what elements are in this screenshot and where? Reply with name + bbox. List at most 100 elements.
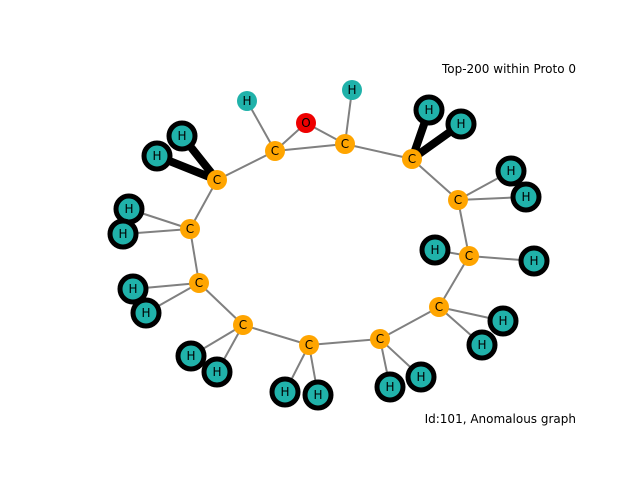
node-label: C xyxy=(465,249,473,263)
node-label: H xyxy=(424,103,433,117)
node-circle xyxy=(117,273,149,305)
node-circle xyxy=(233,315,253,335)
node-h21: H xyxy=(166,120,198,152)
node-circle xyxy=(296,113,316,133)
node-circle xyxy=(269,376,301,408)
node-circle xyxy=(141,140,173,172)
node-label: H xyxy=(141,306,150,320)
node-circle xyxy=(302,379,334,411)
edge-c12-c1 xyxy=(216,150,276,181)
node-label: H xyxy=(128,282,137,296)
node-circle xyxy=(175,340,207,372)
node-h19: H xyxy=(113,193,145,225)
node-h8: H xyxy=(518,245,550,277)
node-h13: H xyxy=(302,379,334,411)
node-label: H xyxy=(186,349,195,363)
node-circle xyxy=(413,94,445,126)
node-circle xyxy=(495,155,527,187)
node-label: H xyxy=(506,164,515,178)
node-circle xyxy=(370,329,390,349)
node-c9: C xyxy=(233,315,253,335)
node-h12: H xyxy=(374,371,406,403)
node-label: H xyxy=(529,254,538,268)
node-label: C xyxy=(213,173,221,187)
node-label: C xyxy=(435,300,443,314)
node-label: C xyxy=(186,222,194,236)
node-label: H xyxy=(430,243,439,257)
node-circle xyxy=(466,329,498,361)
node-c12: C xyxy=(207,170,227,190)
node-circle xyxy=(265,141,285,161)
node-h18: H xyxy=(130,297,162,329)
node-c5: C xyxy=(459,246,479,266)
node-h3: H xyxy=(413,94,445,126)
node-label: H xyxy=(416,370,425,384)
node-h10: H xyxy=(466,329,498,361)
node-h7: H xyxy=(419,234,451,266)
node-h5: H xyxy=(495,155,527,187)
node-c8: C xyxy=(299,335,319,355)
node-h1: H xyxy=(237,91,257,111)
node-c2: C xyxy=(335,134,355,154)
node-circle xyxy=(510,181,542,213)
node-circle xyxy=(107,218,139,250)
node-label: H xyxy=(385,380,394,394)
node-c3: C xyxy=(402,149,422,169)
node-label: H xyxy=(177,129,186,143)
node-h22: H xyxy=(141,140,173,172)
node-circle xyxy=(448,190,468,210)
graph-title: Top-200 within Proto 0 xyxy=(441,62,576,76)
node-label: H xyxy=(521,190,530,204)
node-h20: H xyxy=(107,218,139,250)
node-c4: C xyxy=(448,190,468,210)
node-c1: C xyxy=(265,141,285,161)
node-circle xyxy=(201,356,233,388)
node-label: H xyxy=(242,94,251,108)
node-label: H xyxy=(118,227,127,241)
node-circle xyxy=(189,273,209,293)
edge-c3-c4 xyxy=(411,158,459,201)
node-label: H xyxy=(347,83,356,97)
graph-caption: Id:101, Anomalous graph xyxy=(425,412,576,426)
node-label: C xyxy=(195,276,203,290)
node-label: H xyxy=(212,365,221,379)
node-circle xyxy=(299,335,319,355)
node-circle xyxy=(429,297,449,317)
node-o1: O xyxy=(296,113,316,133)
edge-c9-c10 xyxy=(198,282,244,326)
node-label: C xyxy=(376,332,384,346)
node-h15: H xyxy=(201,356,233,388)
edge-c1-c2 xyxy=(274,143,346,152)
node-label: C xyxy=(341,137,349,151)
edge-c8-c9 xyxy=(242,324,310,346)
node-label: C xyxy=(305,338,313,352)
node-h6: H xyxy=(510,181,542,213)
node-c7: C xyxy=(370,329,390,349)
node-circle xyxy=(130,297,162,329)
node-circle xyxy=(180,219,200,239)
edge-c2-c3 xyxy=(344,143,413,160)
node-label: C xyxy=(271,144,279,158)
node-circle xyxy=(518,245,550,277)
node-label: C xyxy=(408,152,416,166)
node-circle xyxy=(459,246,479,266)
node-label: H xyxy=(280,385,289,399)
node-circle xyxy=(445,108,477,140)
node-label: H xyxy=(313,388,322,402)
node-c11: C xyxy=(180,219,200,239)
node-circle xyxy=(402,149,422,169)
node-label: H xyxy=(477,338,486,352)
node-label: H xyxy=(152,149,161,163)
node-circle xyxy=(487,305,519,337)
node-circle xyxy=(166,120,198,152)
edge-c6-c7 xyxy=(379,306,440,340)
node-circle xyxy=(237,91,257,111)
node-circle xyxy=(342,80,362,100)
node-label: C xyxy=(454,193,462,207)
node-c6: C xyxy=(429,297,449,317)
node-circle xyxy=(405,361,437,393)
node-h16: H xyxy=(175,340,207,372)
node-label: O xyxy=(301,116,310,130)
